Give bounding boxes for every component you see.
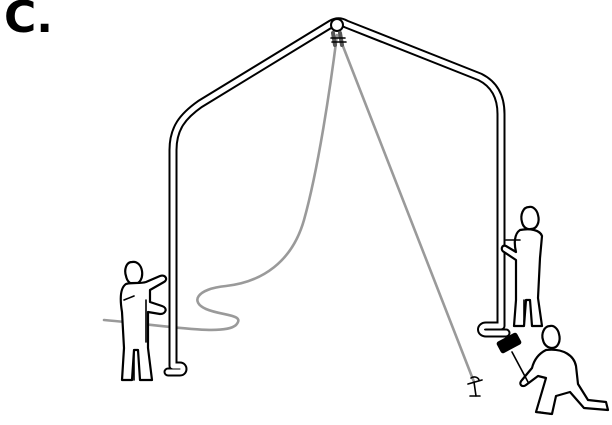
person-right-standing	[502, 207, 542, 326]
person-left	[121, 262, 166, 380]
ground-stake	[468, 377, 482, 396]
arch-frame	[168, 22, 506, 372]
person-kneeling-mallet	[496, 326, 608, 414]
guy-rope	[339, 36, 474, 382]
